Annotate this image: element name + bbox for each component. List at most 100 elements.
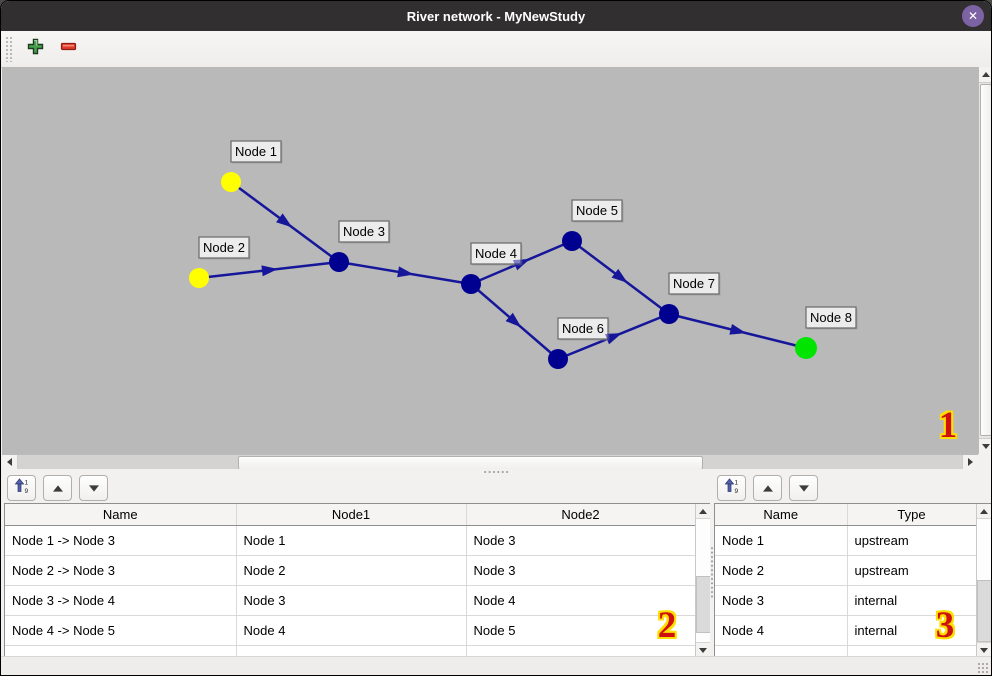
close-icon[interactable]: ✕ [962,5,984,27]
links-move-up-button[interactable] [43,475,72,501]
window-title: River network - MyNewStudy [406,8,586,24]
graph-node[interactable] [189,268,209,288]
table-cell[interactable]: Node 2 [715,555,848,586]
table-cell[interactable]: upstream [847,555,977,586]
table-cell [236,645,467,657]
node-label-box [198,236,250,259]
scroll-down-icon[interactable] [977,642,991,657]
table-cell[interactable]: Node 4 [236,615,467,646]
edge-arrow-icon [505,312,522,328]
table-cell[interactable]: upstream [847,525,977,556]
horizontal-splitter[interactable] [2,469,990,474]
up-arrow-icon [52,484,63,492]
table-cell[interactable]: Node 2 [236,555,467,586]
node-label-box [571,199,623,222]
table-cell [466,645,696,657]
vertical-splitter[interactable] [710,474,714,656]
vertical-scroll-thumb[interactable] [980,84,991,436]
table-cell[interactable]: Node 2 -> Node 3 [5,555,237,586]
graph-node[interactable] [329,252,349,272]
column-header[interactable]: Node2 [466,504,696,526]
table-cell[interactable]: Node 5 [466,615,696,646]
resize-grip[interactable] [977,662,988,673]
table-cell[interactable]: Node 1 [715,525,848,556]
table-cell [715,645,848,657]
column-header[interactable]: Name [5,504,237,526]
graph-node[interactable] [562,231,582,251]
sort-ascending-icon: 1 9 [724,477,740,499]
column-header[interactable]: Name [715,504,848,526]
table-cell[interactable]: Node 4 [715,615,848,646]
minus-icon [60,38,77,60]
scroll-down-icon[interactable] [979,438,991,454]
nodes-move-down-button[interactable] [789,475,818,501]
table-cell[interactable]: internal [847,585,977,616]
table-cell[interactable]: Node 4 -> Node 5 [5,615,237,646]
scroll-left-icon[interactable] [2,455,18,469]
table-cell[interactable]: Node 4 [466,585,696,616]
table-cell[interactable]: internal [847,615,977,646]
empty-row [5,645,696,657]
down-arrow-icon [798,484,809,492]
table-cell[interactable]: Node 3 [715,585,848,616]
main-toolbar [1,31,991,68]
add-node-button[interactable] [23,37,47,61]
table-cell[interactable]: Node 1 [236,525,467,556]
scroll-down-icon[interactable] [696,642,710,657]
edge-arrow-icon [261,265,278,277]
edge-arrow-icon [512,258,530,271]
nodes-toolbar: 1 9 [717,474,825,502]
table-cell [5,645,237,657]
scroll-right-icon[interactable] [962,455,978,469]
links-toolbar: 1 9 [7,474,115,502]
node-label-box [805,306,857,329]
links-table-scrollbar[interactable] [695,504,710,657]
edge-arrow-icon [611,268,628,283]
graph-node[interactable] [795,337,817,359]
horizontal-scroll-thumb[interactable] [238,456,703,470]
table-cell[interactable]: Node 3 [466,525,696,556]
scroll-up-icon[interactable] [696,504,710,519]
table-cell[interactable]: Node 3 -> Node 4 [5,585,237,616]
column-header[interactable]: Type [847,504,977,526]
table-cell[interactable]: Node 3 [466,555,696,586]
graph-node[interactable] [221,172,241,192]
nodes-table-scrollbar[interactable] [976,504,991,657]
node-label: Node 3 [343,224,385,239]
node-label-box [557,317,609,340]
links-sort-button[interactable]: 1 9 [7,475,36,501]
graph-node[interactable] [461,274,481,294]
column-header[interactable]: Node1 [236,504,467,526]
nodes-sort-button[interactable]: 1 9 [717,475,746,501]
canvas-vertical-scrollbar[interactable] [978,67,991,454]
nodes-scroll-thumb[interactable] [977,580,991,642]
titlebar[interactable]: River network - MyNewStudy ✕ [1,1,991,31]
scroll-up-icon[interactable] [979,67,991,83]
scroll-up-icon[interactable] [977,504,991,519]
graph-node[interactable] [548,349,568,369]
graph-node[interactable] [659,304,679,324]
table-cell[interactable]: Node 3 [236,585,467,616]
nodes-move-up-button[interactable] [753,475,782,501]
remove-node-button[interactable] [56,37,80,61]
node-label: Node 1 [235,144,277,159]
links-move-down-button[interactable] [79,475,108,501]
canvas-horizontal-scrollbar[interactable] [2,454,978,470]
table-cell[interactable]: Node 1 -> Node 3 [5,525,237,556]
node-label: Node 4 [475,246,517,261]
toolbar-drag-handle[interactable] [5,36,14,62]
svg-text:1: 1 [734,479,738,486]
links-scroll-thumb[interactable] [696,576,710,633]
node-label-box [230,140,282,163]
